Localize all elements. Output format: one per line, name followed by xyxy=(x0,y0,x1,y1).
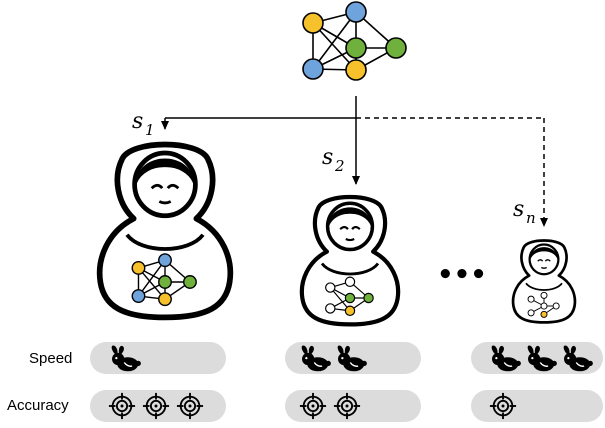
accuracy-pill-n xyxy=(471,390,603,422)
doll-small xyxy=(511,239,577,324)
svg-text:n: n xyxy=(526,209,536,227)
svg-text:2: 2 xyxy=(334,157,345,175)
accuracy-pill-1 xyxy=(90,390,226,422)
speed-label: Speed xyxy=(29,350,72,367)
arrows xyxy=(161,96,548,227)
doll-large xyxy=(100,145,231,318)
accuracy-label: Accuracy xyxy=(7,397,69,414)
doll-medium-network xyxy=(325,276,374,316)
doll-large-network xyxy=(131,253,197,307)
doll-medium xyxy=(302,197,398,324)
svg-text:s: s xyxy=(322,145,333,170)
ellipsis: ••• xyxy=(437,260,487,290)
label-s2: s 2 xyxy=(322,145,345,175)
svg-text:s: s xyxy=(132,109,143,134)
speed-pill-1 xyxy=(90,342,226,374)
svg-text:s: s xyxy=(513,197,524,222)
label-sn: s n xyxy=(513,197,536,227)
label-s1: s 1 xyxy=(132,109,155,139)
doll-small-network xyxy=(527,291,560,318)
source-network xyxy=(302,1,407,81)
svg-text:1: 1 xyxy=(145,121,155,139)
